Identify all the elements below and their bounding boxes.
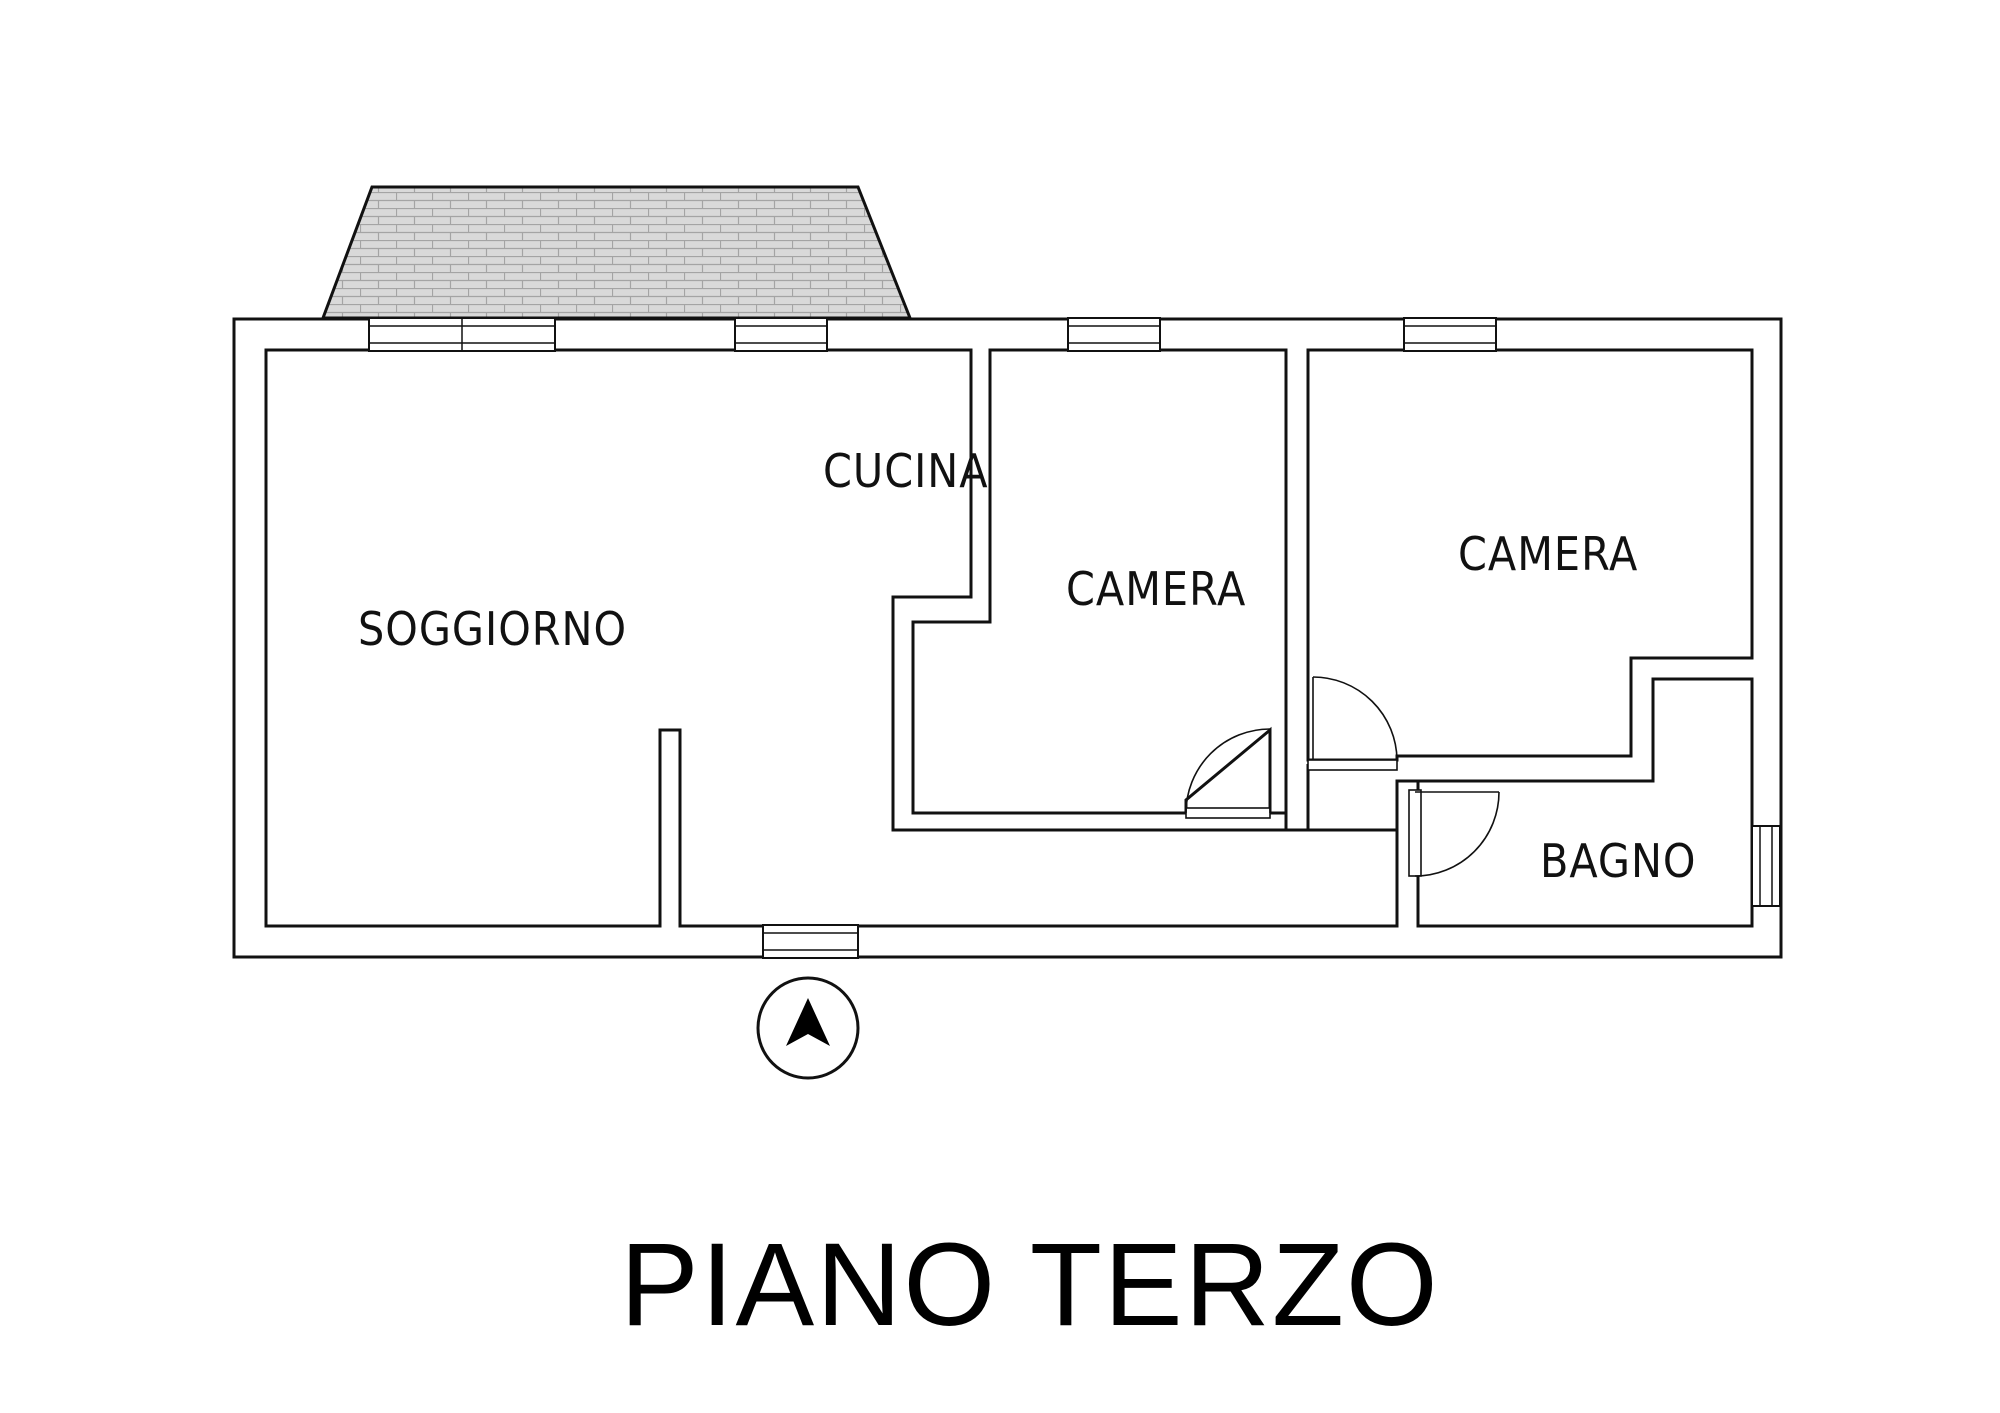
window-6: [1751, 825, 1781, 907]
outer-wall: [232, 317, 1783, 959]
room-bagno-outline: [1416, 677, 1754, 928]
window-4: [1403, 317, 1497, 352]
label-cucina: CUCINA: [823, 444, 989, 498]
plan-title: PIANO TERZO: [620, 1219, 1440, 1351]
corridor-wall-2: [1395, 779, 1418, 876]
window-3: [1067, 317, 1161, 352]
corridor-wall: [1284, 764, 1310, 832]
door-bagno: [1408, 789, 1500, 877]
label-bagno: BAGNO: [1540, 834, 1696, 888]
door-camera-2: [1307, 676, 1398, 771]
door-camera-1: [1185, 728, 1271, 819]
north-arrow-icon: [756, 976, 860, 1080]
balcony: [320, 185, 913, 320]
label-camera-1: CAMERA: [1066, 562, 1246, 616]
windows: [368, 317, 1781, 959]
doors: [1185, 676, 1500, 877]
label-soggiorno: SOGGIORNO: [358, 602, 627, 656]
window-5: [762, 924, 859, 959]
window-panes: [369, 318, 1773, 951]
window-2: [734, 317, 828, 352]
label-camera-2: CAMERA: [1458, 527, 1638, 581]
